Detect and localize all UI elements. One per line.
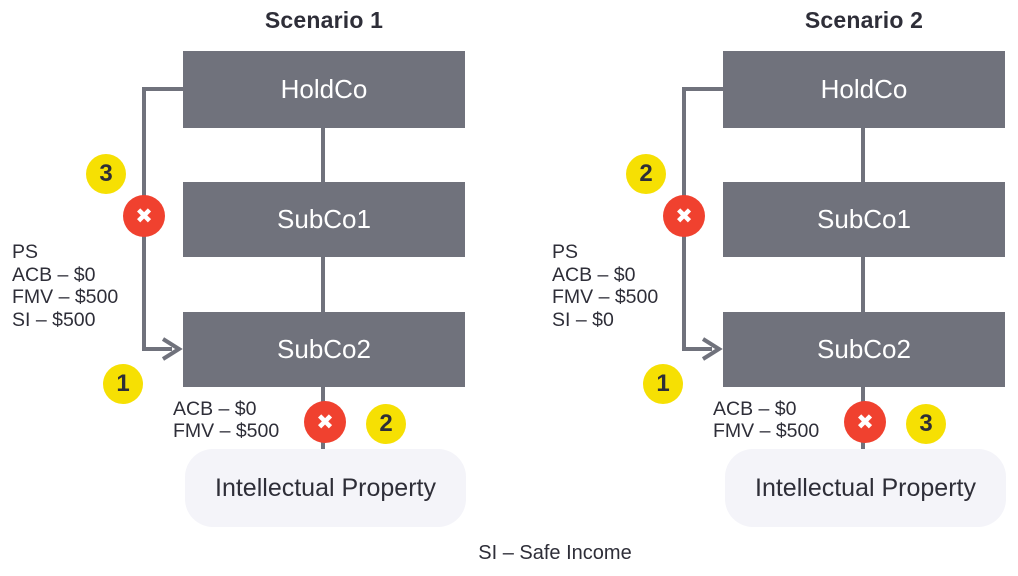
step-badge: 1	[643, 364, 683, 404]
arrow-icon	[701, 337, 723, 361]
holdco-box: HoldCo	[183, 51, 465, 128]
subco1-label: SubCo1	[817, 204, 911, 234]
blocked-x-icon: ✖	[123, 195, 165, 237]
intellectual-property-label: Intellectual Property	[215, 473, 436, 502]
side-note-line: FMV – $500	[12, 286, 119, 308]
holdco-box: HoldCo	[723, 51, 1005, 128]
blocked-x-icon: ✖	[844, 401, 886, 443]
subco2-box: SubCo2	[183, 312, 465, 387]
step-badge: 2	[626, 154, 666, 194]
scenario-title: Scenario 2	[804, 7, 924, 33]
subco2-label: SubCo2	[817, 334, 911, 364]
scenario-title: Scenario 1	[264, 7, 384, 33]
intellectual-property-label: Intellectual Property	[755, 473, 976, 502]
ip-note-line: ACB – $0	[713, 398, 797, 420]
side-note-line: PS	[12, 241, 39, 263]
subco1-box: SubCo1	[723, 182, 1005, 257]
subco2-label: SubCo2	[277, 334, 371, 364]
arrow-icon	[161, 337, 183, 361]
side-note-line: FMV – $500	[552, 286, 659, 308]
subco1-box: SubCo1	[183, 182, 465, 257]
ip-note-line: FMV – $500	[713, 419, 820, 442]
step-badge: 3	[86, 154, 126, 194]
intellectual-property-box: Intellectual Property	[185, 449, 466, 527]
step-badge: 1	[103, 364, 143, 404]
intellectual-property-box: Intellectual Property	[725, 449, 1006, 527]
scenario-1: Scenario 1 HoldCo SubCo1 SubCo2 Intellec…	[0, 0, 478, 576]
step-badge: 3	[906, 404, 946, 444]
holdco-label: HoldCo	[280, 74, 368, 104]
ip-note-line: ACB – $0	[173, 398, 257, 420]
side-note-line: SI – $0	[552, 308, 614, 331]
blocked-x-icon: ✖	[304, 401, 346, 443]
ip-attributes-note: ACB – $0 FMV – $500	[173, 398, 280, 442]
scenario-2: Scenario 2 HoldCo SubCo1 SubCo2 Intellec…	[540, 0, 1018, 576]
holdco-label: HoldCo	[820, 74, 908, 104]
subco1-label: SubCo1	[277, 204, 371, 234]
step-badge: 2	[366, 404, 406, 444]
side-note-line: ACB – $0	[12, 263, 96, 286]
safe-income-legend: SI – Safe Income	[478, 542, 632, 564]
blocked-x-icon: ✖	[663, 195, 705, 237]
share-attributes-note: PS ACB – $0 FMV – $500 SI – $0	[552, 241, 658, 331]
side-note-line: SI – $500	[12, 308, 96, 331]
ip-note-line: FMV – $500	[173, 419, 280, 442]
share-attributes-note: PS ACB – $0 FMV – $500 SI – $500	[12, 241, 118, 331]
side-note-line: ACB – $0	[552, 263, 636, 286]
ip-attributes-note: ACB – $0 FMV – $500	[713, 398, 820, 442]
side-note-line: PS	[552, 241, 579, 263]
subco2-box: SubCo2	[723, 312, 1005, 387]
